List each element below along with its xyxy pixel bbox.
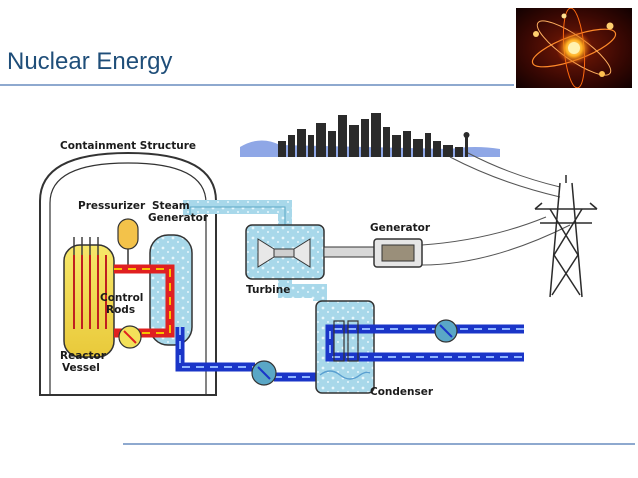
turbine [245,224,325,280]
label-steam-generator-line1: Steam [152,200,190,212]
title-underline [0,84,514,86]
label-control-rods-line1: Control [100,292,143,304]
condenser [315,300,375,394]
label-pressurizer: Pressurizer [78,200,146,212]
containment-structure [39,151,217,396]
city-skyline-icon [240,113,500,157]
footer-rule [123,443,635,445]
nuclear-plant-diagram: Containment Structure Pressurizer Steam … [39,113,598,398]
electric-generator [373,238,423,268]
transmission-tower-icon [534,175,598,298]
pressurizer [117,218,139,271]
reactor-vessel [63,237,115,358]
label-reactor-vessel-line2: Vessel [62,362,100,374]
cooling-water-loop [325,324,524,362]
label-containment: Containment Structure [60,140,196,152]
label-steam-generator-line2: Generator [148,212,209,224]
label-control-rods-line2: Rods [106,304,135,316]
atom-icon [516,8,632,88]
label-generator: Generator [370,222,431,234]
label-reactor-vessel-line1: Reactor [60,350,107,362]
label-condenser: Condenser [370,386,434,398]
slide-title: Nuclear Energy [7,48,173,75]
label-turbine: Turbine [246,284,290,296]
